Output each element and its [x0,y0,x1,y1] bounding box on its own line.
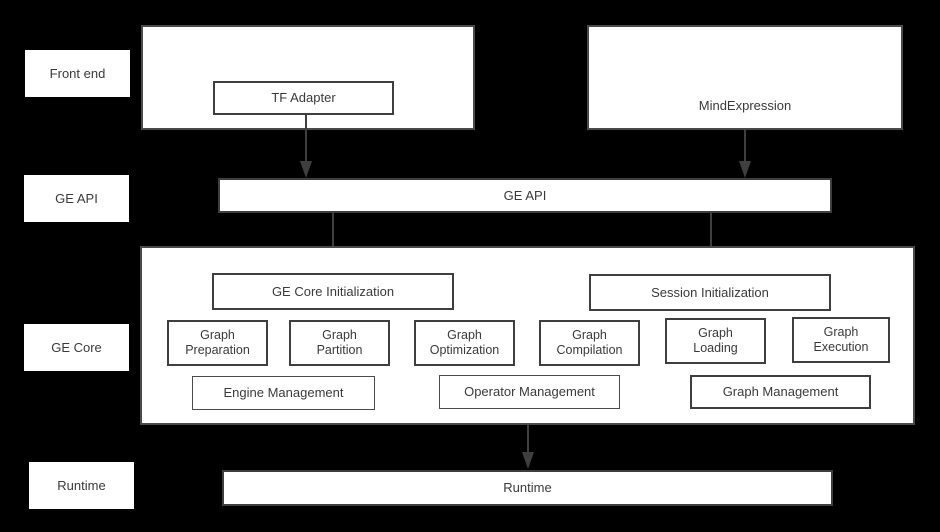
arrow-ge-core-to-runtime [518,425,538,470]
graph-preparation-box: Graph Preparation [167,320,268,366]
stage-label-ge-core: GE Core [24,324,129,371]
graph-optimization-box: Graph Optimization [414,320,515,366]
graph-preparation-label: Graph Preparation [185,328,250,357]
ge-core-initialization-label: GE Core Initialization [271,283,395,299]
stage-label-ge-core-text: GE Core [51,339,102,355]
mindexpression-container: MindExpression [587,25,903,130]
graph-partition-label: Graph Partition [316,328,363,357]
graph-loading-label: Graph Loading [693,326,738,355]
stage-label-ge-api-text: GE API [55,190,98,206]
stage-label-runtime: Runtime [29,462,134,509]
graph-loading-box: Graph Loading [665,318,766,364]
stage-label-front-end-text: Front end [49,65,106,81]
mindexpression-label: MindExpression [698,98,792,113]
session-initialization-box: Session Initialization [589,274,831,311]
ge-core-initialization-box: GE Core Initialization [212,273,454,310]
operator-management-box: Operator Management [439,375,620,409]
graph-optimization-label: Graph Optimization [429,328,500,357]
runtime-bar-label: Runtime [503,480,552,496]
stage-label-front-end: Front end [25,50,130,97]
graph-compilation-box: Graph Compilation [539,320,640,366]
session-initialization-label: Session Initialization [651,284,769,300]
ge-api-bar: GE API [218,178,832,213]
stage-label-ge-api: GE API [24,175,129,222]
arrow-mindexpression-to-ge-api [735,130,755,179]
operator-management-label: Operator Management [464,384,595,400]
runtime-bar: Runtime [222,470,833,506]
graph-management-label: Graph Management [722,384,839,400]
graph-execution-label: Graph Execution [813,325,869,354]
tf-adapter-box: TF Adapter [213,81,394,115]
stage-label-runtime-text: Runtime [57,477,106,493]
engine-management-label: Engine Management [223,385,344,401]
graph-management-box: Graph Management [690,375,871,409]
graph-partition-box: Graph Partition [289,320,390,366]
arrow-tf-adapter-to-ge-api [296,115,316,179]
graph-compilation-label: Graph Compilation [556,328,623,357]
graph-execution-box: Graph Execution [792,317,890,363]
ge-api-bar-label: GE API [503,187,547,203]
tf-adapter-label: TF Adapter [271,90,336,106]
engine-management-box: Engine Management [192,376,375,410]
